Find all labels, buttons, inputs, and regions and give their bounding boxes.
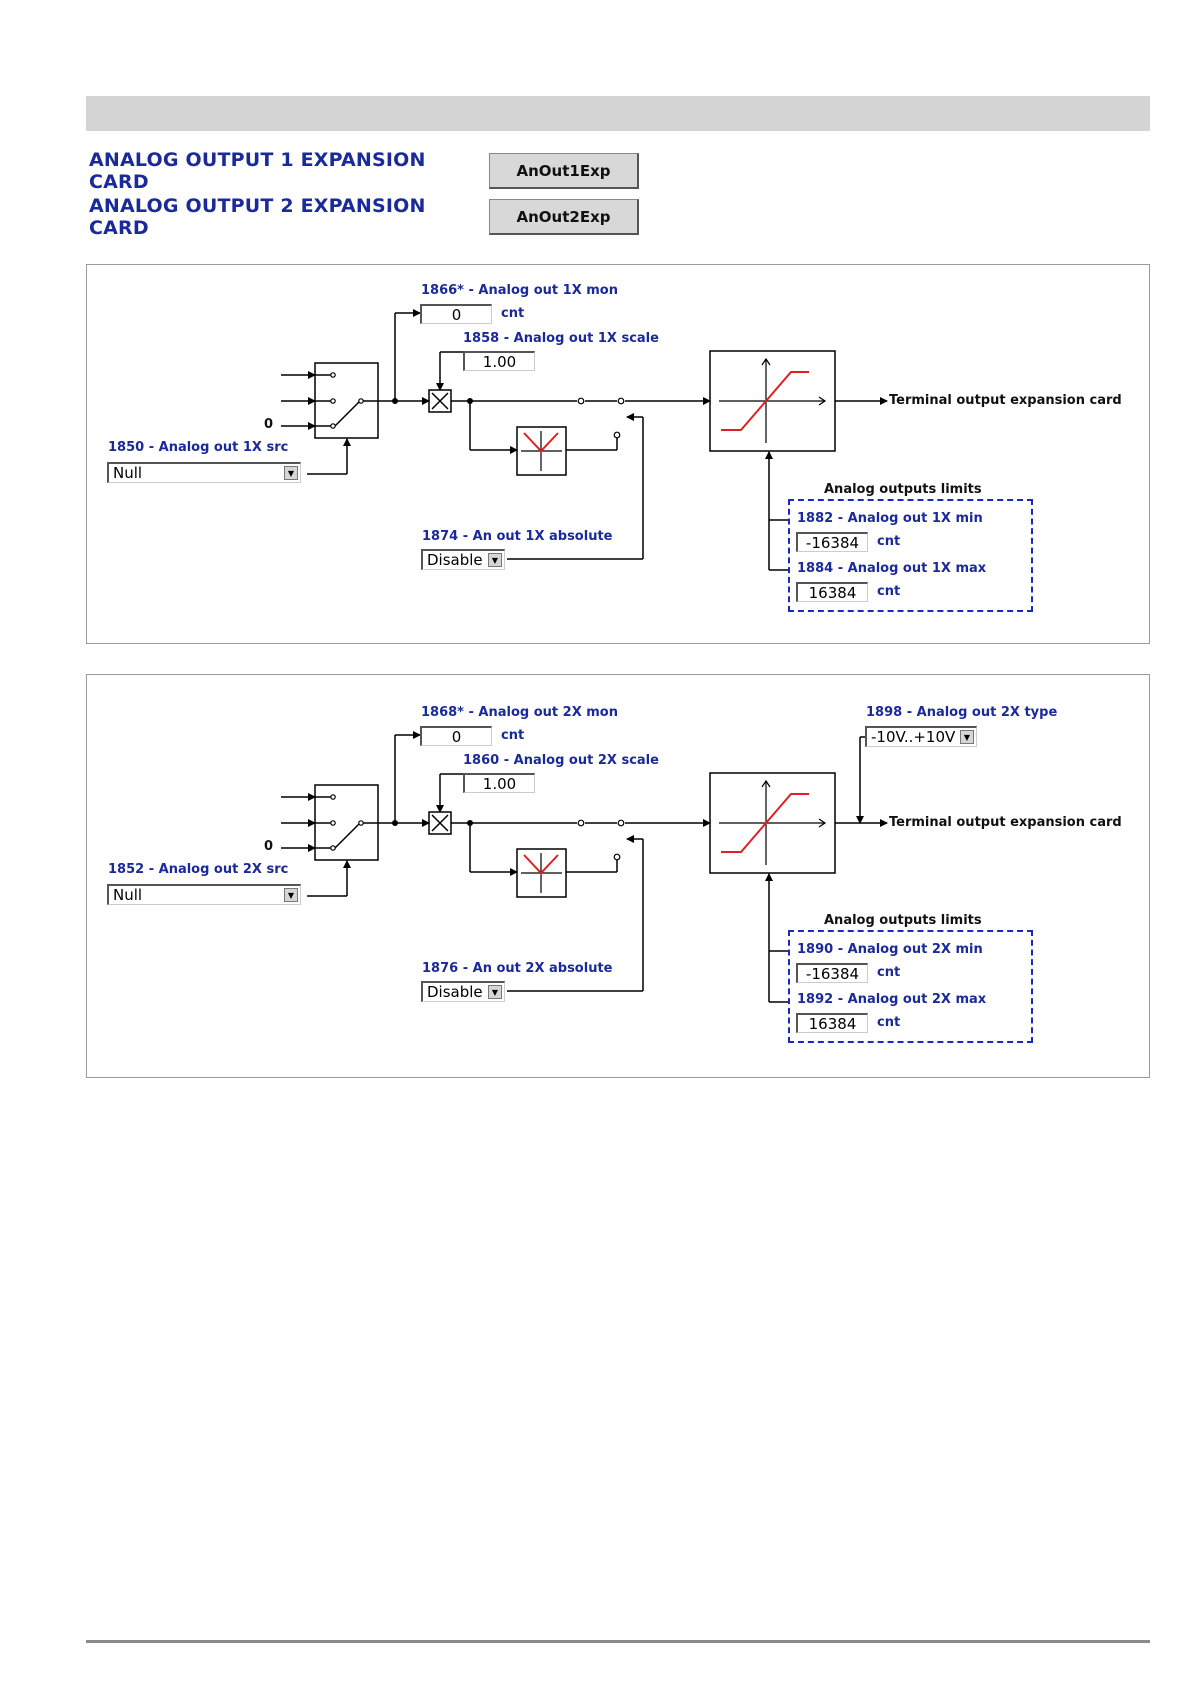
header-row-2: ANALOG OUTPUT 2 EXPANSION CARD AnOut2Exp [89,195,639,239]
max-value-field[interactable]: 16384 [796,1013,868,1033]
scale-value-field[interactable]: 1.00 [463,351,535,371]
max-label: 1884 - Analog out 1X max [797,561,987,576]
diagram-panel-2: 1868* - Analog out 2X mon 0 cnt 1860 - A… [86,674,1150,1078]
page-title-analog-output-2: ANALOG OUTPUT 2 EXPANSION CARD [89,195,426,239]
max-label: 1892 - Analog out 2X max [797,992,987,1007]
absolute-select[interactable]: Disable ▼ [421,549,505,570]
absolute-select-value: Disable [427,983,483,1001]
limits-box [788,930,1033,1043]
chevron-down-icon[interactable]: ▼ [284,888,298,902]
src-select-value: Null [113,886,143,904]
limits-title: Analog outputs limits [824,913,982,928]
zero-input-label: 0 [264,839,274,854]
absolute-label: 1876 - An out 2X absolute [422,961,613,976]
mon-value-field: 0 [420,726,492,746]
min-value-field[interactable]: -16384 [796,532,868,552]
mon-label: 1866* - Analog out 1X mon [421,283,618,298]
scale-label: 1860 - Analog out 2X scale [463,753,659,768]
type-select[interactable]: -10V..+10V ▼ [865,726,977,747]
src-select[interactable]: Null ▼ [107,462,301,483]
min-label: 1882 - Analog out 1X min [797,511,983,526]
chevron-down-icon[interactable]: ▼ [488,553,502,567]
absolute-select-value: Disable [427,551,483,569]
chevron-down-icon[interactable]: ▼ [284,466,298,480]
min-value-field[interactable]: -16384 [796,963,868,983]
limits-box [788,499,1033,612]
mon-value-field: 0 [420,304,492,324]
terminal-output-label: Terminal output expansion card [889,393,1122,408]
header-bar [86,96,1150,131]
scale-value-field[interactable]: 1.00 [463,773,535,793]
anout2exp-button[interactable]: AnOut2Exp [489,199,639,235]
max-unit: cnt [877,1015,901,1030]
diagram-panel-1: 1866* - Analog out 1X mon 0 cnt 1858 - A… [86,264,1150,644]
src-label: 1852 - Analog out 2X src [108,862,289,877]
min-label: 1890 - Analog out 2X min [797,942,983,957]
src-label: 1850 - Analog out 1X src [108,440,289,455]
type-label: 1898 - Analog out 2X type [866,705,1058,720]
block-diagram-2 [281,731,888,1003]
chevron-down-icon[interactable]: ▼ [488,985,502,999]
mon-unit: cnt [501,306,525,321]
scale-label: 1858 - Analog out 1X scale [463,331,659,346]
page-title-analog-output-1: ANALOG OUTPUT 1 EXPANSION CARD [89,149,426,193]
absolute-select[interactable]: Disable ▼ [421,981,505,1002]
header-row-1: ANALOG OUTPUT 1 EXPANSION CARD AnOut1Exp [89,149,639,193]
min-unit: cnt [877,534,901,549]
src-select-value: Null [113,464,143,482]
block-diagram-1 [281,309,888,571]
mon-label: 1868* - Analog out 2X mon [421,705,618,720]
max-value-field[interactable]: 16384 [796,582,868,602]
chevron-down-icon[interactable]: ▼ [960,730,974,744]
src-select[interactable]: Null ▼ [107,884,301,905]
footer-divider [86,1640,1150,1643]
zero-input-label: 0 [264,417,274,432]
min-unit: cnt [877,965,901,980]
absolute-label: 1874 - An out 1X absolute [422,529,613,544]
terminal-output-label: Terminal output expansion card [889,815,1122,830]
anout1exp-button[interactable]: AnOut1Exp [489,153,639,189]
type-select-value: -10V..+10V [871,728,956,746]
mon-unit: cnt [501,728,525,743]
max-unit: cnt [877,584,901,599]
limits-title: Analog outputs limits [824,482,982,497]
